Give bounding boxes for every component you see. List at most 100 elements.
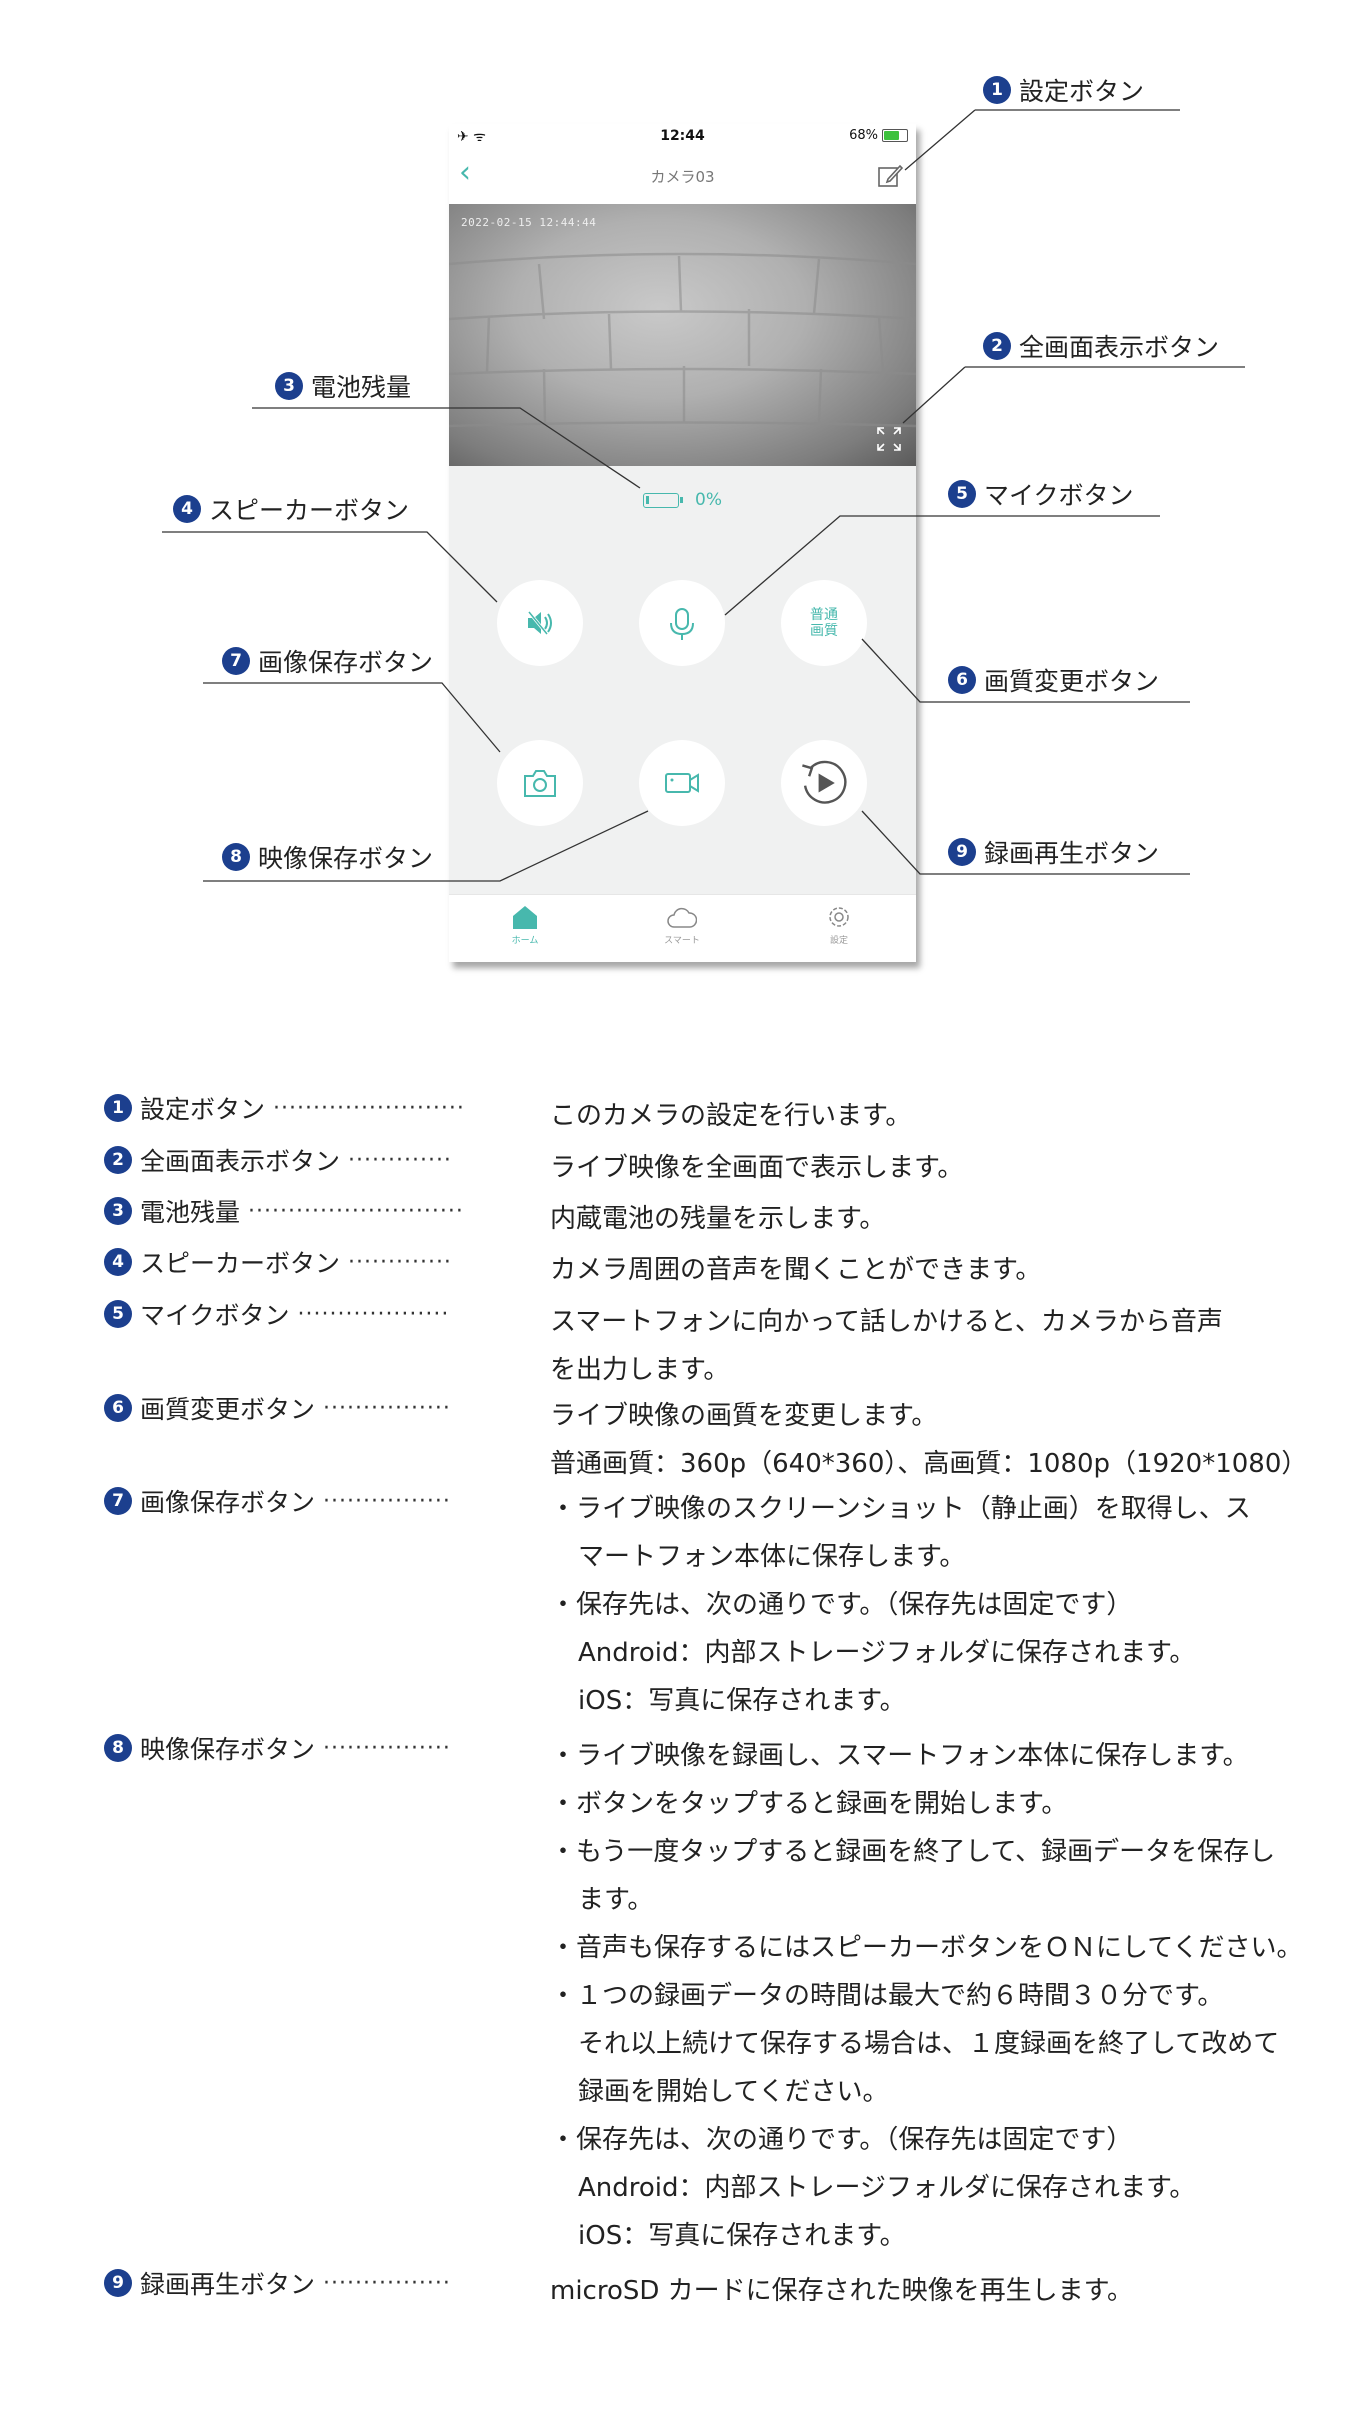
settings-edit-icon[interactable] <box>876 162 904 190</box>
desc-label: 画像保存ボタン <box>140 1488 316 1517</box>
battery-outline-icon <box>643 492 683 508</box>
battery-level-text: 68% <box>849 128 878 143</box>
callout-label: 録画再生ボタン <box>984 839 1160 868</box>
callout-2: 2 全画面表示ボタン <box>983 328 1219 364</box>
desc-leader-dots: ············· <box>348 1147 452 1173</box>
desc-line: マートフォン本体に保存します。 <box>578 1542 966 1572</box>
battery-icon <box>882 129 908 142</box>
speaker-muted-icon <box>527 611 552 635</box>
home-icon <box>513 906 537 929</box>
desc-line: ・ボタンをタップすると録画を開始します。 <box>550 1789 1068 1819</box>
desc-number: 8 <box>104 1734 132 1762</box>
desc-number: 3 <box>104 1197 132 1225</box>
callout-number: 4 <box>173 495 201 523</box>
fullscreen-icon[interactable] <box>876 426 902 452</box>
desc-line: このカメラの設定を行います。 <box>550 1101 912 1131</box>
desc-line: Android：内部ストレージフォルダに保存されます。 <box>578 1638 1196 1668</box>
desc-label: 設定ボタン <box>140 1095 266 1124</box>
desc-line: Android：内部ストレージフォルダに保存されます。 <box>578 2173 1196 2203</box>
desc-leader-dots: ················ <box>323 2270 451 2296</box>
callout-number: 6 <box>948 666 976 694</box>
callout-label: 電池残量 <box>311 373 412 402</box>
desc-label: スピーカーボタン <box>140 1249 341 1278</box>
tab-smart-label: スマート <box>664 936 700 946</box>
phone-screenshot: ✈ ᯤ 12:44 68% ‹ カメラ03 2022-02-15 12: <box>449 124 916 962</box>
desc-number: 5 <box>104 1300 132 1328</box>
desc-line: スマートフォンに向かって話しかけると、カメラから音声 <box>550 1307 1223 1337</box>
tab-smart[interactable]: スマート <box>637 903 727 946</box>
callout-number: 9 <box>948 838 976 866</box>
video-camera-icon <box>665 773 699 793</box>
camera-title: カメラ03 <box>650 168 715 186</box>
callout-label: 全画面表示ボタン <box>1019 333 1220 362</box>
callout-label: 映像保存ボタン <box>258 844 434 873</box>
desc-leader-dots: ························ <box>273 1095 465 1121</box>
desc-leader-dots: ··························· <box>248 1198 464 1224</box>
desc-leader-dots: ············· <box>348 1249 452 1275</box>
desc-line: ・ライブ映像のスクリーンショット（静止画）を取得し、ス <box>550 1494 1251 1524</box>
tab-home[interactable]: ホーム <box>480 903 570 946</box>
callout-label: 設定ボタン <box>1019 77 1145 106</box>
desc-label: 画質変更ボタン <box>140 1395 316 1424</box>
desc-line: ます。 <box>578 1885 654 1915</box>
callout-3: 3 電池残量 <box>275 368 411 404</box>
playback-button[interactable] <box>781 740 867 826</box>
callout-9: 9 録画再生ボタン <box>948 834 1159 870</box>
tab-bar: ホーム スマート 設定 <box>449 894 916 962</box>
battery-indicator: 0% <box>449 490 916 510</box>
desc-label: 録画再生ボタン <box>140 2270 316 2299</box>
callout-number: 3 <box>275 372 303 400</box>
desc-line: ライブ映像を全画面で表示します。 <box>550 1153 964 1183</box>
desc-line: ・保存先は、次の通りです。（保存先は固定です） <box>550 2125 1133 2155</box>
desc-leader-dots: ··················· <box>297 1301 450 1327</box>
quality-button[interactable]: 普通 画質 <box>781 580 867 666</box>
desc-line: iOS：写真に保存されます。 <box>578 2221 906 2251</box>
live-video[interactable]: 2022-02-15 12:44:44 <box>449 204 916 466</box>
desc-label: 全画面表示ボタン <box>140 1147 341 1176</box>
snapshot-button[interactable] <box>497 740 583 826</box>
tab-settings-label: 設定 <box>829 936 848 946</box>
callout-number: 7 <box>222 647 250 675</box>
desc-line: 内蔵電池の残量を示します。 <box>550 1204 886 1234</box>
desc-line: それ以上続けて保存する場合は、１度録画を終了して改めて <box>578 2029 1280 2059</box>
status-bar: ✈ ᯤ 12:44 68% <box>449 124 916 148</box>
desc-label: 映像保存ボタン <box>140 1735 316 1764</box>
nav-bar: ‹ カメラ03 <box>449 148 916 205</box>
desc-leader-dots: ················ <box>323 1395 451 1421</box>
cloud-icon <box>667 907 697 928</box>
desc-line: ・音声も保存するにはスピーカーボタンをＯＮにしてください。 <box>550 1933 1303 1963</box>
tab-home-label: ホーム <box>511 936 539 946</box>
desc-line: ライブ映像の画質を変更します。 <box>550 1401 938 1431</box>
desc-number: 6 <box>104 1394 132 1422</box>
desc-number: 4 <box>104 1248 132 1276</box>
desc-number: 9 <box>104 2269 132 2297</box>
callout-number: 5 <box>948 480 976 508</box>
callout-number: 8 <box>222 843 250 871</box>
desc-line: を出力します。 <box>550 1355 730 1385</box>
callout-1: 1 設定ボタン <box>983 72 1144 108</box>
camera-icon <box>524 770 556 797</box>
airplane-wifi-icons: ✈ ᯤ <box>457 129 486 145</box>
callout-5: 5 マイクボタン <box>948 476 1134 512</box>
brick-wall-image <box>449 252 916 428</box>
desc-number: 2 <box>104 1146 132 1174</box>
gear-icon <box>829 907 849 927</box>
callout-label: 画質変更ボタン <box>984 667 1160 696</box>
video-timestamp: 2022-02-15 12:44:44 <box>461 216 597 229</box>
tab-settings[interactable]: 設定 <box>794 903 884 946</box>
desc-line: カメラ周囲の音声を聞くことができます。 <box>550 1255 1042 1285</box>
desc-line: microSD カードに保存された映像を再生します。 <box>550 2276 1134 2306</box>
desc-label: 電池残量 <box>140 1198 241 1227</box>
desc-leader-dots: ················ <box>323 1488 451 1514</box>
speaker-button[interactable] <box>497 580 583 666</box>
callout-4: 4 スピーカーボタン <box>173 491 409 527</box>
quality-label-line2: 画質 <box>810 623 838 639</box>
desc-label: マイクボタン <box>140 1301 290 1330</box>
back-icon[interactable]: ‹ <box>459 155 471 190</box>
desc-line: ・もう一度タップすると録画を終了して、録画データを保存し <box>550 1837 1276 1867</box>
battery-percent: 0% <box>695 490 722 510</box>
record-button[interactable] <box>639 740 725 826</box>
mic-button[interactable] <box>639 580 725 666</box>
desc-line: ・ライブ映像を録画し、スマートフォン本体に保存します。 <box>550 1741 1249 1771</box>
microphone-icon <box>670 608 694 640</box>
